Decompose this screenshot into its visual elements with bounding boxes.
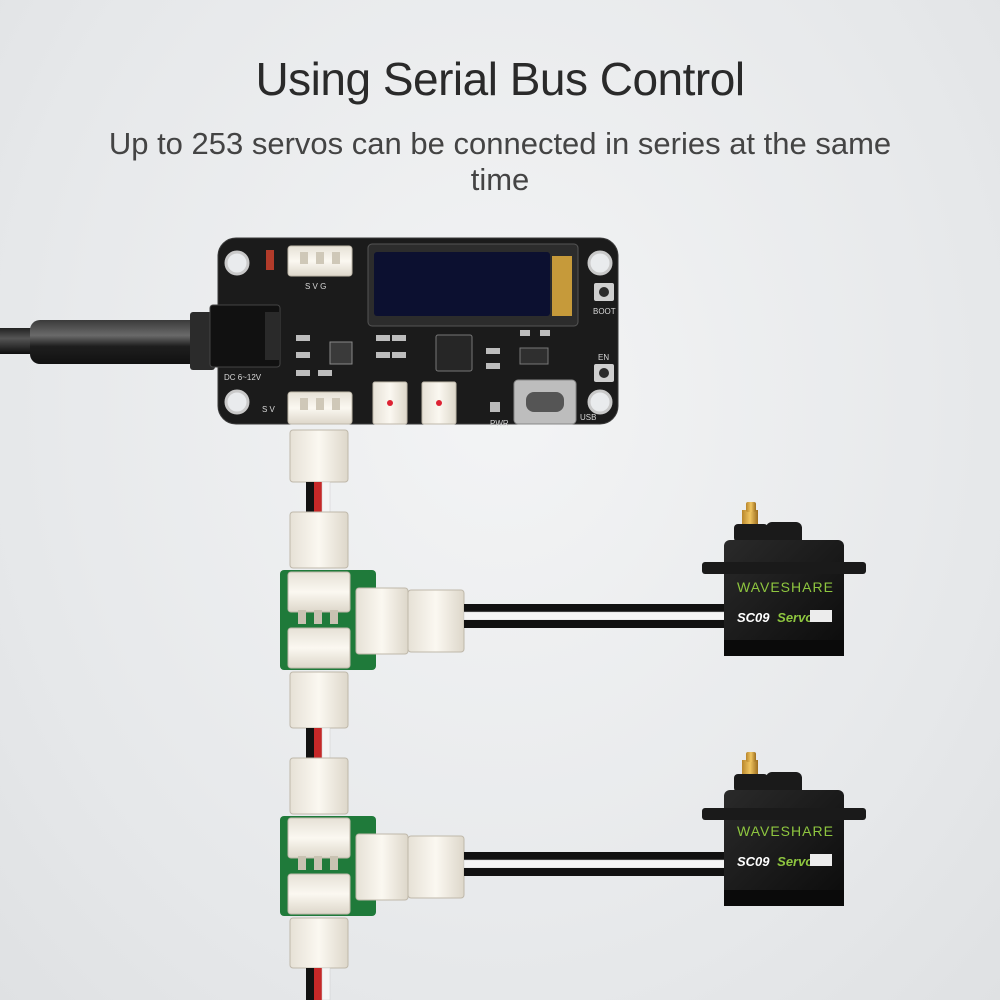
servo-motor-1: WAVESHARE SC09 Servo: [702, 502, 866, 656]
boot-label: BOOT: [593, 307, 616, 316]
page-subtitle: Up to 253 servos can be connected in ser…: [108, 126, 892, 197]
bus-wire: [306, 727, 331, 763]
servo-2-model-suffix: Servo: [777, 854, 813, 869]
dc-power-cable: [0, 312, 215, 370]
servo-2-brand: WAVESHARE: [737, 823, 834, 839]
servo-1-model: SC09: [737, 610, 770, 625]
servo-cable-2: [463, 852, 727, 876]
servo-1-label-patch: [810, 610, 832, 622]
en-label: EN: [598, 353, 609, 362]
bus-wire: [306, 967, 331, 1000]
svg-label-top: S V G: [305, 282, 326, 291]
sv-label-bottom: S V: [262, 405, 276, 414]
driver-board: S V G BOOT EN DC 6~12V USB: [209, 237, 619, 428]
svg-text:SC09 Servo: SC09 Servo: [737, 854, 813, 869]
usb-label: USB: [580, 413, 596, 422]
pwr-label: PWR: [490, 419, 509, 428]
dc-jack: [209, 304, 281, 368]
bus-wire: [306, 481, 331, 517]
page-title: Using Serial Bus Control: [255, 53, 745, 105]
servo-2-label-patch: [810, 854, 832, 866]
servo-motor-2: WAVESHARE SC09 Servo: [702, 752, 866, 906]
bus-adapter-2: [280, 816, 409, 916]
servo-cable-1: [463, 604, 727, 628]
servo-1-brand: WAVESHARE: [737, 579, 834, 595]
dc-label: DC 6~12V: [224, 373, 262, 382]
mounting-holes: [224, 250, 613, 415]
servo-1-model-suffix: Servo: [777, 610, 813, 625]
bus-adapter-1: [280, 570, 409, 670]
serial-bus-chain: [280, 429, 727, 1000]
mcu-chip: [435, 334, 473, 372]
servo-2-model: SC09: [737, 854, 770, 869]
svg-text:SC09 Servo: SC09 Servo: [737, 610, 813, 625]
